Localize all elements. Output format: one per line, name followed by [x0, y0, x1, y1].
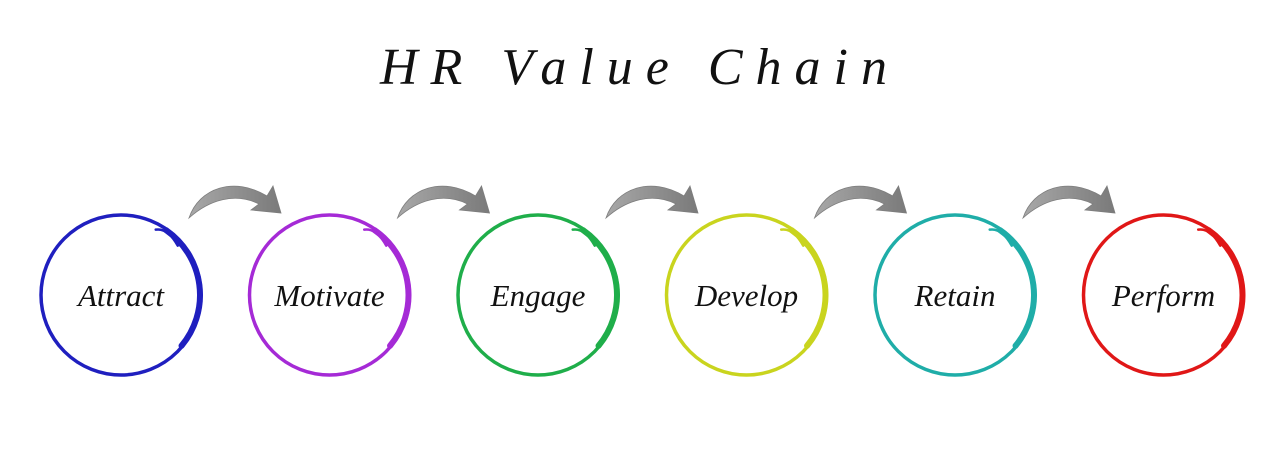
stage-label: Retain — [914, 278, 996, 313]
curved-arrow-icon — [1022, 185, 1116, 220]
curved-arrow-icon — [813, 185, 908, 220]
stage-stroke-tail — [362, 228, 388, 247]
stage-perform: Perform — [1081, 213, 1246, 377]
stage-label: Perform — [1111, 278, 1215, 313]
arrows-layer — [188, 185, 1116, 220]
stage-brush-stroke — [580, 227, 620, 349]
stage-motivate: Motivate — [247, 213, 412, 377]
curved-arrow-icon — [605, 185, 699, 220]
stage-retain: Retain — [873, 213, 1037, 377]
stage-label: Attract — [76, 278, 165, 313]
stage-brush-stroke — [1205, 227, 1246, 349]
stage-brush-stroke — [163, 227, 203, 349]
stage-stroke-tail — [571, 228, 596, 247]
stage-engage: Engage — [456, 213, 620, 377]
stages-layer: Attract Motivate Engage Develop Retain Perfor… — [39, 213, 1246, 377]
stage-label: Motivate — [273, 278, 384, 313]
page-title: HR Value Chain — [380, 39, 900, 96]
curved-arrow-icon — [188, 185, 282, 220]
stage-stroke-tail — [1196, 228, 1222, 247]
stage-label: Engage — [490, 278, 586, 313]
stage-label: Develop — [694, 278, 798, 313]
curved-arrow-icon — [396, 185, 491, 220]
stage-stroke-tail — [988, 228, 1013, 247]
stage-stroke-tail — [779, 228, 805, 247]
stage-stroke-tail — [154, 228, 179, 247]
stage-attract: Attract — [39, 213, 203, 377]
stage-brush-stroke — [788, 227, 829, 349]
stage-develop: Develop — [664, 213, 829, 377]
stage-brush-stroke — [371, 227, 412, 349]
stage-brush-stroke — [997, 227, 1037, 349]
